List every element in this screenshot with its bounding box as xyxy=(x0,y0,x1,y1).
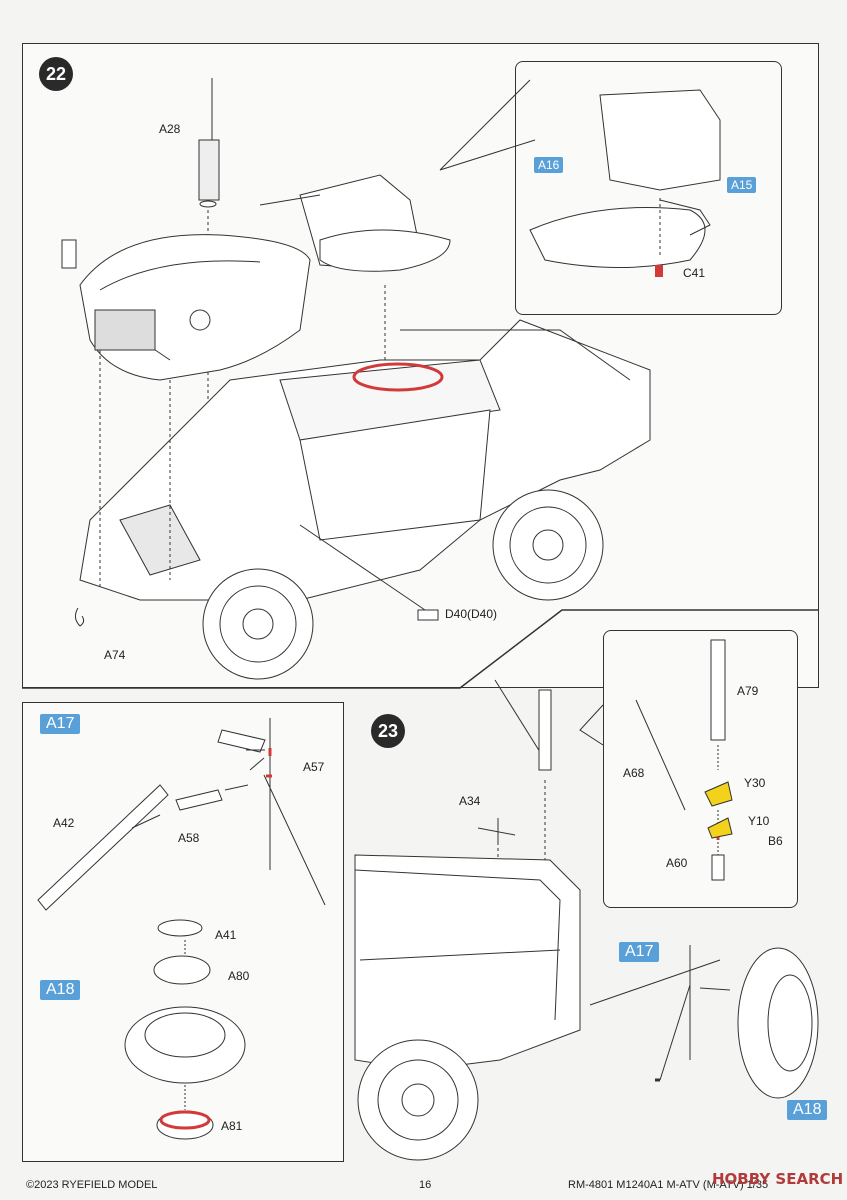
part-label-a80: A80 xyxy=(228,969,250,983)
step23-callout xyxy=(603,630,798,908)
part-label-a57: A57 xyxy=(303,760,325,774)
step23-badge: 23 xyxy=(371,714,405,748)
part-label-a68: A68 xyxy=(623,766,645,780)
part-tag-a17-side: A17 xyxy=(40,714,81,734)
part-tag-a17: A17 xyxy=(619,942,660,962)
watermark-logo: HOBBY SEARCH xyxy=(712,1170,844,1188)
part-label-a42: A42 xyxy=(53,816,75,830)
part-label-y30: Y30 xyxy=(744,776,766,790)
part-label-a41: A41 xyxy=(215,928,237,942)
part-label-c41: C41 xyxy=(683,266,706,280)
part-label-a60: A60 xyxy=(666,856,688,870)
part-label-a58: A58 xyxy=(178,831,200,845)
footer-product: RM-4801 M1240A1 M-ATV (M-ATV) 1/35 xyxy=(568,1179,769,1191)
part-label-y10: Y10 xyxy=(748,814,770,828)
footer-page-number: 16 xyxy=(419,1179,432,1191)
part-label-a34: A34 xyxy=(459,794,481,808)
part-label-a81: A81 xyxy=(221,1119,243,1133)
part-tag-a16: A16 xyxy=(534,157,564,173)
part-label-a79: A79 xyxy=(737,684,759,698)
part-label-d40: D40(D40) xyxy=(445,607,498,621)
part-tag-a18-side: A18 xyxy=(40,980,81,1000)
part-tag-a18: A18 xyxy=(787,1100,828,1120)
step22-badge: 22 xyxy=(39,57,73,91)
part-label-b6: B6 xyxy=(768,834,783,848)
part-label-a28: A28 xyxy=(159,122,181,136)
footer-copyright: ©2023 RYEFIELD MODEL xyxy=(26,1179,158,1191)
part-label-a74: A74 xyxy=(104,648,126,662)
part-tag-a15: A15 xyxy=(727,177,757,193)
